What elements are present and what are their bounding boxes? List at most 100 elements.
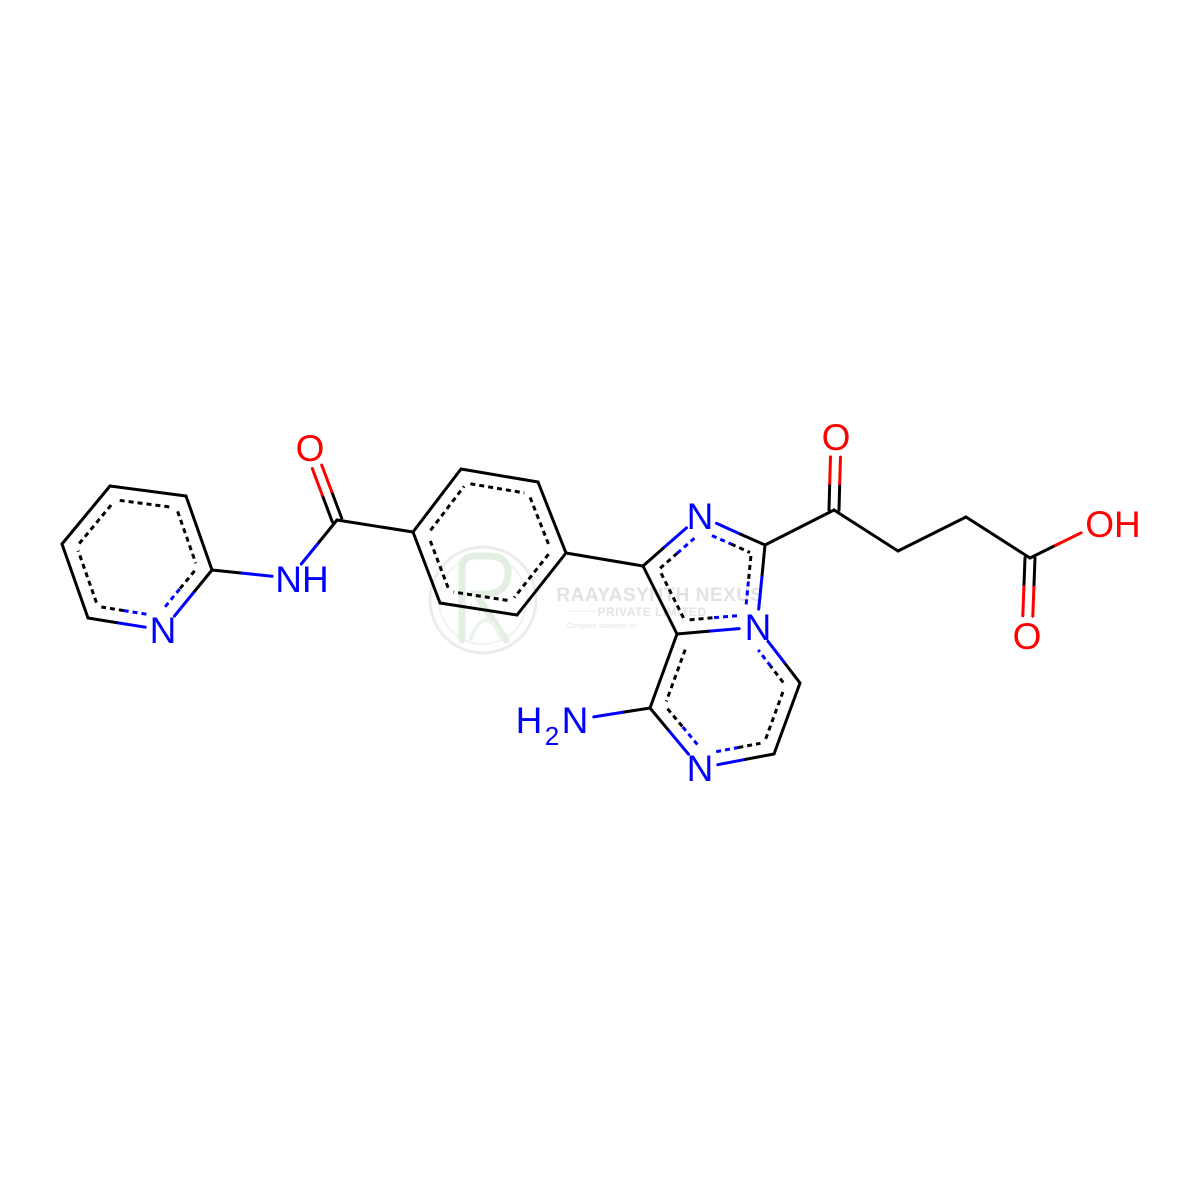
bond-m1-m2 xyxy=(896,515,968,553)
bond-i5-iN4-aromatic-half-b xyxy=(757,648,772,668)
bond-i8-iN7-half-b xyxy=(667,729,690,756)
bond-i1-iN2-half-b xyxy=(663,526,688,549)
bond-p2-p3-aromatic xyxy=(176,510,198,564)
bond-i8-nh2-half-b xyxy=(592,710,624,719)
atom-acid-oh: OH xyxy=(1085,504,1141,545)
atom-amide-o: O xyxy=(296,428,325,469)
bond-p3-pN-half-b xyxy=(172,591,195,618)
watermark-tagline: Complete solutions for xyxy=(567,623,637,630)
bond-i8-iN7-aromatic-half-b xyxy=(681,725,700,747)
bond-b4-b5 xyxy=(515,551,568,617)
bond-b1-b2 xyxy=(411,467,463,534)
bond-cA-oA-line-2-half-a xyxy=(320,493,334,524)
bond-p3-nh-half-a xyxy=(210,568,244,575)
bond-b4-b5-aromatic xyxy=(513,553,550,599)
watermark-logo-ring xyxy=(428,545,538,655)
bond-b5-b6 xyxy=(438,601,519,617)
bond-p3-pN-aromatic-half-a xyxy=(178,569,196,590)
bond-b4-i1 xyxy=(564,551,645,568)
bond-p3-pN-aromatic-half-b xyxy=(163,588,181,609)
bond-b2-b3-aromatic xyxy=(470,482,525,495)
bond-cA-b1 xyxy=(335,518,415,534)
atom-acid-o: O xyxy=(1013,616,1042,657)
atom-pyrazine-n: N xyxy=(687,748,714,789)
atom-amine-h: H xyxy=(516,700,543,741)
bond-iN4-i8a-half-b xyxy=(675,629,710,636)
bond-i8a-i8-aromatic xyxy=(664,649,687,702)
bond-ac-acO-line-2-half-a xyxy=(1032,556,1037,589)
bond-pN-p5-half-b xyxy=(86,616,119,625)
bond-i3-k xyxy=(763,508,836,547)
bond-nh-cA-half-b xyxy=(317,518,339,544)
bond-i6-i5 xyxy=(772,681,802,756)
bond-b1-b2-aromatic xyxy=(429,485,466,532)
bond-cA-oA-line-1-half-a xyxy=(330,490,344,520)
atom-labels: N NH O N N N H 2 N O OH O xyxy=(150,417,1141,789)
bond-k-kO-line-2-half-b xyxy=(828,455,832,485)
bond-i5-iN4-half-a xyxy=(782,660,802,685)
bond-iN7-i6-half-b xyxy=(744,752,776,761)
bond-k-m1 xyxy=(832,508,900,553)
bond-i8-iN7-aromatic-half-a xyxy=(666,707,684,728)
bonds xyxy=(60,455,1083,767)
bond-p3-nh-half-b xyxy=(240,571,274,578)
bond-ac-acO-line-1-half-a xyxy=(1022,556,1027,589)
watermark-company-name: RAAYASYNTH NEXUS xyxy=(556,585,763,606)
bond-m2-ac xyxy=(964,515,1032,560)
bond-pN-p5-aromatic-half-b xyxy=(101,605,125,613)
bond-k-kO-line-1-half-b xyxy=(838,455,842,486)
bond-iN7-i6-aromatic-half-a xyxy=(715,746,739,754)
bond-ac-acO-line-1-half-b xyxy=(1021,585,1026,618)
bond-i1-iN2-half-a xyxy=(641,545,667,568)
bond-iN4-i8a-aromatic-half-b xyxy=(687,616,713,622)
atom-ketone-o: O xyxy=(822,417,851,458)
bond-ac-acO-line-2-half-b xyxy=(1031,585,1036,618)
watermark-logo-r-mark xyxy=(458,552,512,644)
bond-p6-p1 xyxy=(60,484,112,546)
bond-iN7-i6-half-a xyxy=(716,757,748,767)
atom-amide-nh: NH xyxy=(275,559,328,600)
bond-i8a-i8 xyxy=(648,632,679,710)
bond-p5-p6 xyxy=(60,542,90,620)
bond-pN-p5-half-a xyxy=(115,621,147,629)
atom-pyridine-n: N xyxy=(150,610,177,651)
watermark-logo-accent xyxy=(468,618,504,641)
bond-cA-oA-line-2-half-b xyxy=(310,467,324,497)
bond-p2-p3 xyxy=(184,494,214,572)
bond-b2-b3 xyxy=(459,467,540,484)
atom-amine-subscript: 2 xyxy=(545,721,559,751)
bond-i3-iN4-half-b xyxy=(757,575,764,611)
bond-i3-iN4-half-a xyxy=(760,543,767,579)
bond-ac-oh-half-b xyxy=(1054,531,1083,547)
bond-p3-pN-half-a xyxy=(191,568,214,595)
atom-amine-n: N xyxy=(562,700,589,741)
bond-b3-b4 xyxy=(536,480,568,555)
bond-iN7-i6-aromatic-half-b xyxy=(738,741,761,749)
bond-iN2-i3-half-b xyxy=(739,532,767,547)
atom-imidazole-n: N xyxy=(687,496,714,537)
bond-iN4-i8a-half-a xyxy=(706,627,741,633)
bond-i5-iN4-half-b xyxy=(766,639,786,664)
bond-i1-iN2-aromatic-half-a xyxy=(659,552,679,570)
bond-pN-p5-aromatic-half-a xyxy=(123,609,147,616)
atom-amine-group: H 2 N xyxy=(516,700,589,751)
bond-i8-nh2-half-a xyxy=(620,706,652,714)
bond-iN4-i8a-aromatic-half-a xyxy=(712,614,738,620)
bond-p5-p6-aromatic xyxy=(76,550,98,604)
watermark-company-type: PRIVATE LIMITED xyxy=(597,605,706,619)
bond-i8a-i1 xyxy=(641,564,679,636)
bond-iN2-i3-half-a xyxy=(714,521,743,536)
bond-i8-iN7-half-a xyxy=(648,706,671,733)
bond-k-kO-line-1-half-a xyxy=(837,482,842,512)
bond-i1-iN2-aromatic-half-b xyxy=(676,537,696,555)
bond-iN2-i3-aromatic-half-b xyxy=(730,542,751,554)
bond-p1-p2 xyxy=(108,484,188,498)
bond-b5-b6-aromatic xyxy=(453,590,508,602)
bond-i3-iN4-aromatic-half-b xyxy=(744,581,750,608)
bond-ac-oh-half-a xyxy=(1028,543,1057,560)
bond-iN2-i3-aromatic-half-a xyxy=(711,534,732,546)
bond-b6-b1 xyxy=(411,530,442,605)
bond-i3-iN4-aromatic-half-a xyxy=(746,555,753,582)
